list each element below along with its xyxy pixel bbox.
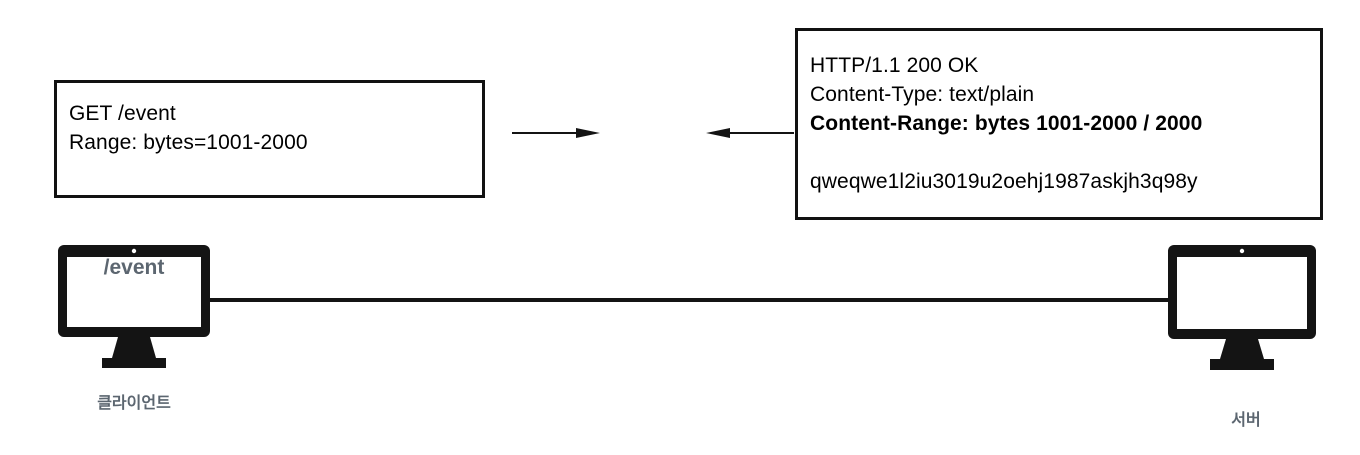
request-line-range-header: Range: bytes=1001-2000 [69, 131, 308, 154]
response-line-content-type: Content-Type: text/plain [810, 83, 1035, 106]
client-monitor-icon [58, 245, 210, 373]
request-line-method: GET /event [69, 102, 176, 125]
response-line-content-range: Content-Range: bytes 1001-2000 / 2000 [810, 112, 1203, 135]
network-link-line [208, 298, 1170, 302]
server-label: 서버 [1231, 412, 1261, 429]
server-monitor-icon [1168, 245, 1316, 375]
http-request-box: GET /event Range: bytes=1001-2000 [54, 80, 485, 198]
client-label: 클라이언트 [97, 395, 171, 412]
response-arrow-icon [702, 118, 794, 148]
client-screen-path-text: /event [103, 256, 165, 279]
http-response-box: HTTP/1.1 200 OK Content-Type: text/plain… [795, 28, 1323, 220]
request-arrow-icon [512, 118, 600, 148]
response-body-payload: qweqwe1l2iu3019u2oehj1987askjh3q98y [810, 170, 1198, 193]
response-line-status: HTTP/1.1 200 OK [810, 54, 979, 77]
